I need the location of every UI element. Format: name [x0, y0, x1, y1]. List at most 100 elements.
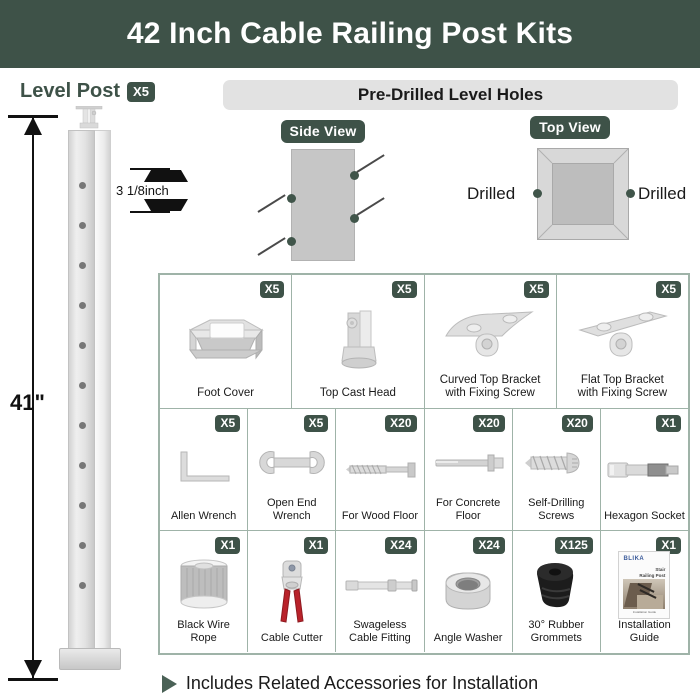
- drilled-hole-left-dot: [533, 189, 542, 198]
- accessory-top-cast-head[interactable]: X5 Top Cast Head: [292, 275, 425, 408]
- qty-badge: X20: [473, 415, 505, 432]
- post-top-inner: [552, 163, 614, 225]
- qty-badge: X125: [554, 537, 593, 554]
- qty-badge: X24: [473, 537, 505, 554]
- accessory-label: Black Wire Rope: [177, 619, 230, 645]
- drilled-label-left: Drilled: [467, 184, 516, 203]
- cable-hole-dot: [350, 171, 359, 180]
- accessories-row: X5 Allen Wrench X5 Open End W: [160, 408, 688, 530]
- level-post-qty-badge: X5: [127, 81, 155, 102]
- qty-badge: X20: [561, 415, 593, 432]
- qty-badge: X5: [215, 415, 241, 432]
- page-header: 42 Inch Cable Railing Post Kits: [0, 0, 700, 68]
- accessory-label: Foot Cover: [197, 387, 255, 400]
- cable-line: [257, 237, 286, 256]
- cable-cutter-icon: [248, 531, 335, 632]
- spacing-cap-top: [130, 168, 170, 170]
- drilled-label-right: Drilled: [638, 184, 687, 203]
- dimension-line: [32, 118, 34, 678]
- cable-line: [356, 197, 385, 216]
- top-view-title: Top View: [530, 116, 610, 139]
- accessory-label: Allen Wrench: [170, 510, 237, 523]
- qty-badge: X1: [656, 415, 682, 432]
- level-post-label: Level Post: [20, 80, 121, 102]
- post-cable-hole: [79, 582, 86, 589]
- spacing-arrow-up-icon: [144, 170, 188, 182]
- accessory-rubber-grommet[interactable]: X125 30° Rubber Grommets: [513, 531, 601, 652]
- accessory-allen-wrench[interactable]: X5 Allen Wrench: [160, 409, 249, 530]
- accessory-label: Top Cast Head: [319, 387, 396, 400]
- dimension-arrow-down-icon: [24, 660, 42, 678]
- qty-badge: X5: [303, 415, 329, 432]
- accessory-flat-top-bracket[interactable]: X5 Flat Top Bracket with Fixing Screw: [557, 275, 688, 408]
- drilled-hole-right-dot: [626, 189, 635, 198]
- accessory-label: Cable Cutter: [260, 632, 323, 645]
- accessory-installation-guide[interactable]: X1 BLIKA Stair Railing Post Installation…: [601, 531, 688, 652]
- post-cable-hole: [79, 422, 86, 429]
- qty-badge: X5: [524, 281, 549, 298]
- top-view-diagram: Drilled Drilled: [467, 146, 686, 251]
- accessory-self-drilling-screw[interactable]: X20: [513, 409, 601, 530]
- accessory-wood-screw[interactable]: X20: [336, 409, 425, 530]
- accessory-black-wire-rope[interactable]: X1 Black Wire: [160, 531, 249, 652]
- accessory-open-end-wrench[interactable]: X5 Open End Wrench: [248, 409, 337, 530]
- accessory-foot-cover[interactable]: X5 Foot Cover: [160, 275, 293, 408]
- accessory-label: For Wood Floor: [341, 510, 419, 523]
- post-cable-hole: [79, 462, 86, 469]
- top-cast-head-icon: [292, 275, 423, 387]
- flat-top-bracket-icon: [557, 275, 688, 374]
- open-end-wrench-icon: [248, 409, 335, 497]
- swageless-fitting-icon: [336, 531, 423, 619]
- accessory-angle-washer[interactable]: X24 Angle Washer: [425, 531, 513, 652]
- dimension-arrow-up-icon: [24, 117, 42, 135]
- post-cast-head-icon: [72, 106, 106, 131]
- top-view-heading: Top View: [470, 116, 670, 139]
- play-triangle-icon: [161, 674, 177, 693]
- pre-drilled-banner-title: Pre-Drilled Level Holes: [357, 85, 544, 104]
- side-view-heading: Side View: [258, 120, 388, 143]
- hexagon-socket-icon: [601, 409, 688, 510]
- post-front-face: [68, 130, 95, 650]
- curved-top-bracket-icon: [425, 275, 556, 374]
- dimension-cap-top: [8, 115, 58, 118]
- level-post-illustration: 41": [0, 100, 188, 681]
- self-drilling-screw-icon: [513, 409, 600, 497]
- footer-note: Includes Related Accessories for Install…: [0, 673, 700, 694]
- top-section: Level Post X5 Pre-Drilled Level Holes Si…: [0, 68, 700, 272]
- qty-badge: X1: [303, 537, 329, 554]
- guide-title: Stair Railing Post: [639, 567, 666, 578]
- post-cable-hole: [79, 302, 86, 309]
- accessory-label: 30° Rubber Grommets: [528, 619, 585, 645]
- accessory-label: Open End Wrench: [266, 497, 317, 523]
- accessory-label: Hexagon Socket: [604, 510, 685, 523]
- post-cable-hole: [79, 382, 86, 389]
- foot-cover-icon: [160, 275, 291, 387]
- accessory-swageless-fitting[interactable]: X24 Swageless Cable Fitting: [336, 531, 425, 652]
- accessory-cable-cutter[interactable]: X1 Cable Cutter: [248, 531, 337, 652]
- pre-drilled-banner: Pre-Drilled Level Holes: [223, 80, 678, 110]
- qty-badge: X5: [391, 281, 417, 298]
- installation-guide-icon: BLIKA Stair Railing Post Installation Gu…: [601, 531, 688, 620]
- accessory-label: For Concrete Floor: [436, 497, 501, 523]
- post-side-face: [95, 130, 111, 650]
- accessory-curved-top-bracket[interactable]: X5 Curved Top Bracket with Fixing Screw: [425, 275, 557, 408]
- dimension-cap-bottom: [8, 678, 58, 681]
- qty-badge: X1: [656, 537, 682, 554]
- wire-rope-spool-icon: [160, 531, 247, 619]
- hole-spacing-dimension: 3 1/8inch: [116, 168, 188, 213]
- accessory-concrete-anchor[interactable]: X20 For Concrete Floor: [425, 409, 513, 530]
- allen-wrench-icon: [160, 409, 247, 510]
- wood-screw-icon: [336, 409, 423, 510]
- qty-badge: X20: [385, 415, 417, 432]
- cable-line: [257, 194, 286, 213]
- bevel-lines-icon: [538, 149, 628, 239]
- footer-text: Includes Related Accessories for Install…: [185, 673, 539, 693]
- accessories-row: X5 Foot Cover X5: [160, 275, 688, 408]
- accessory-label: Flat Top Bracket with Fixing Screw: [577, 373, 668, 400]
- spacing-cap-bottom: [130, 211, 170, 213]
- accessory-hexagon-socket[interactable]: X1 Hexagon Socket: [601, 409, 688, 530]
- cable-line: [356, 154, 385, 173]
- post-cable-hole: [79, 542, 86, 549]
- page-title: 42 Inch Cable Railing Post Kits: [126, 17, 574, 50]
- cable-hole-dot: [287, 237, 296, 246]
